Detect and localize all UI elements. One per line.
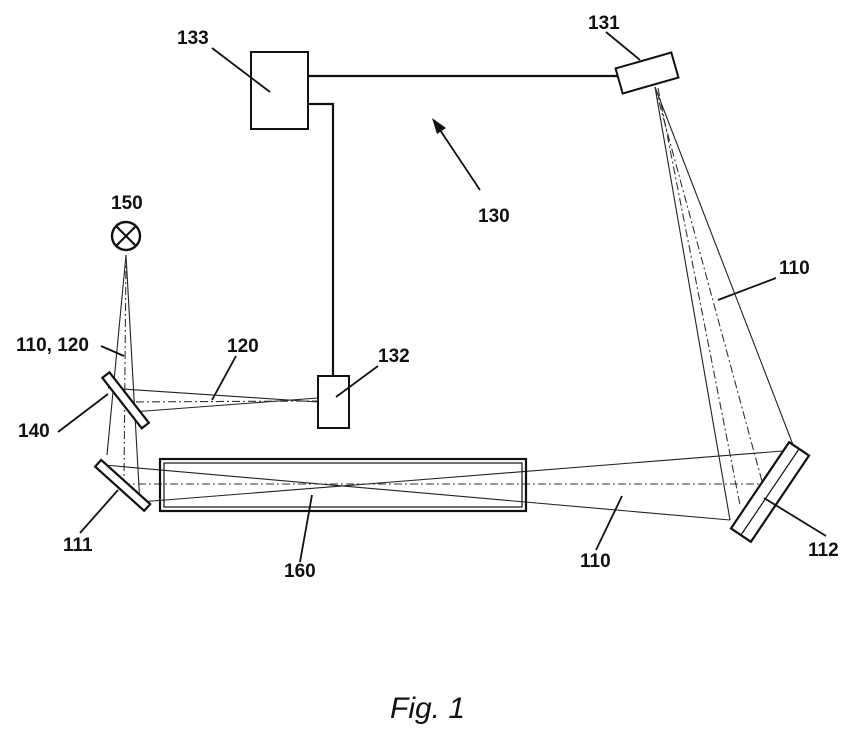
mirror-111 [95, 460, 150, 511]
leader-110-120 [101, 346, 124, 356]
leader-111 [80, 490, 118, 533]
mirror-112-face [741, 449, 799, 535]
cell-outer [160, 459, 526, 511]
detector-131 [616, 53, 679, 94]
label-150: 150 [111, 193, 143, 214]
leader-160 [300, 495, 312, 562]
beam-source-axis [124, 255, 126, 480]
leader-112 [764, 498, 826, 536]
label-120: 120 [227, 336, 259, 357]
controller-box-133 [251, 52, 308, 129]
leader-110-bottom [596, 496, 622, 550]
control-wiring [308, 76, 620, 378]
leader-140 [58, 394, 108, 432]
arrowhead-130 [432, 118, 446, 134]
beam-cell-lower [140, 450, 795, 502]
beam-return-left [655, 87, 730, 520]
leader-110-right [718, 278, 776, 300]
leader-131 [606, 32, 640, 60]
label-133: 133 [177, 28, 209, 49]
label-112: 112 [808, 540, 839, 561]
label-130: 130 [478, 206, 510, 227]
label-132: 132 [378, 346, 410, 367]
beam-return-right [655, 87, 795, 450]
label-160: 160 [284, 561, 316, 582]
beam-paths [104, 87, 795, 520]
cell-inner [164, 463, 522, 507]
label-111: 111 [63, 535, 93, 556]
beam-120-lower [132, 398, 318, 412]
label-110-right: 110 [779, 258, 810, 279]
detector-132 [318, 376, 349, 428]
beam-120-axis [120, 401, 318, 402]
beam-return-axis [655, 87, 763, 485]
mirror-112 [731, 442, 809, 542]
beam-splitter-140 [102, 372, 148, 428]
label-140: 140 [18, 421, 50, 442]
label-110-bottom: 110 [580, 551, 611, 572]
leader-lines [58, 32, 826, 562]
absorption-cell-160 [160, 459, 526, 511]
leader-120 [212, 356, 236, 400]
label-131: 131 [588, 13, 620, 34]
wire-133-132 [308, 104, 333, 378]
label-110-120: 110, 120 [16, 335, 89, 356]
figure-caption: Fig. 1 [390, 692, 465, 725]
light-source-150 [112, 222, 140, 250]
arrow-130 [436, 124, 480, 190]
